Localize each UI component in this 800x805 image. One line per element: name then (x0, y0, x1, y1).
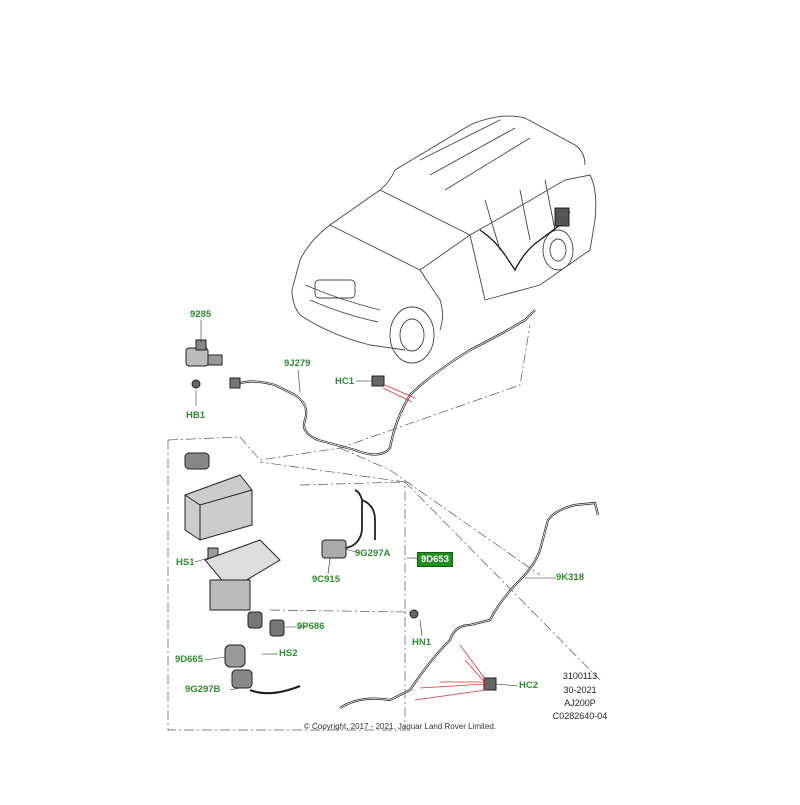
callout-9k318[interactable]: 9K318 (556, 572, 584, 583)
ref-line-4: C0282640-04 (552, 711, 608, 721)
callout-hb1[interactable]: HB1 (186, 410, 206, 421)
pipe-outlet (249, 684, 301, 695)
callout-9j279[interactable]: 9J279 (284, 358, 311, 369)
clip-hc1 (371, 375, 385, 387)
callout-9g297b[interactable]: 9G297B (185, 684, 221, 695)
valve-9285 (185, 339, 241, 389)
copyright-notice: © Copyright. 2017 - 2021. Jaguar Land Ro… (303, 722, 497, 731)
callout-hs2[interactable]: HS2 (279, 648, 298, 659)
boundary-lines (167, 324, 601, 731)
purge-valve-9c915 (321, 489, 376, 559)
callout-hs1[interactable]: HS1 (176, 557, 195, 568)
ref-line-2: 30-2021 (563, 685, 597, 695)
red-leaders (382, 384, 488, 701)
callout-9d653[interactable]: 9D653 (417, 552, 453, 567)
callout-9g297a[interactable]: 9G297A (355, 548, 391, 559)
canister-assembly (184, 452, 419, 689)
callout-9p686[interactable]: 9P686 (297, 621, 325, 632)
callout-9d665[interactable]: 9D665 (175, 654, 203, 665)
vehicle-outline (291, 115, 597, 364)
callout-hn1[interactable]: HN1 (412, 637, 432, 648)
ref-line-3: AJ200P (564, 698, 596, 708)
callout-leaders (194, 320, 556, 691)
callout-hc2[interactable]: HC2 (519, 680, 539, 691)
ref-line-1: 3100113 (562, 671, 598, 681)
callout-9285[interactable]: 9285 (190, 309, 212, 320)
pipe-9j279 (234, 309, 536, 456)
callout-hc1[interactable]: HC1 (335, 376, 355, 387)
callout-9c915[interactable]: 9C915 (312, 574, 340, 585)
